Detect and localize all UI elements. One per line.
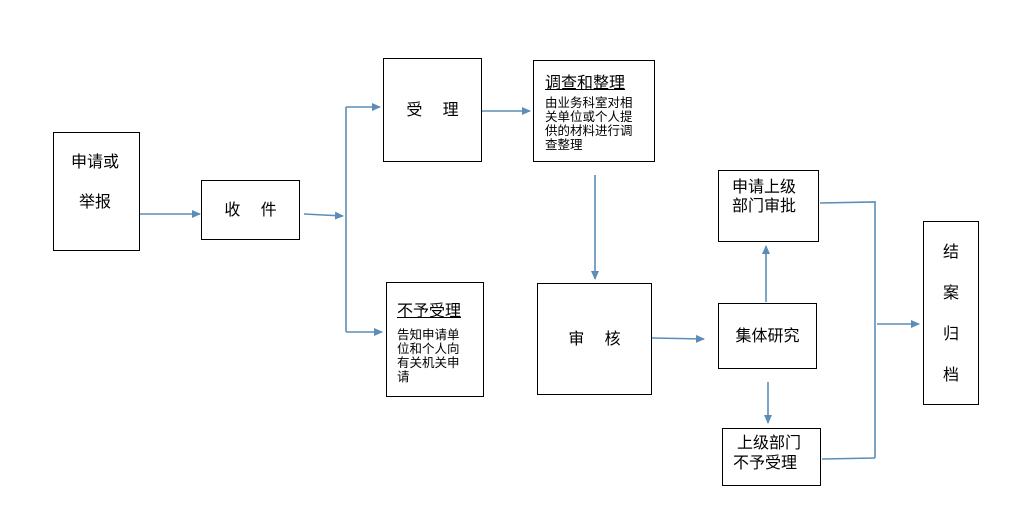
superior-reject-box: 上级部门 不予受理: [722, 428, 821, 486]
archive-char-4: 档: [943, 365, 960, 384]
reject-desc-4: 请: [397, 369, 410, 384]
receive-box: 收 件: [201, 180, 300, 240]
superior-approve-line1: 申请上级: [732, 177, 797, 196]
archive-box: 结 案 归 档: [923, 221, 979, 405]
reject-box: 不予受理 告知申请单 位和个人向 有关机关申 请: [386, 282, 484, 397]
investigate-desc-3: 供的材料进行调: [545, 123, 633, 138]
research-label: 集体研究: [735, 326, 800, 345]
reject-desc-1: 告知申请单: [397, 327, 460, 342]
archive-char-3: 归: [943, 324, 960, 343]
group-research-box: 集体研究: [718, 303, 817, 369]
line-superior-approve-to-merge: [819, 201, 876, 458]
line-superior-reject-to-merge: [821, 457, 876, 460]
investigate-desc-1: 由业务科室对相: [545, 95, 633, 110]
superior-approve-line2: 部门审批: [732, 196, 797, 215]
arrow-review-to-research: [651, 334, 705, 343]
review-label: 审 核: [568, 329, 621, 348]
receive-label: 收 件: [224, 200, 277, 219]
apply-line1: 申请或: [71, 152, 120, 171]
arrow-receive-to-split: [303, 211, 344, 220]
apply-line2: 举报: [79, 192, 112, 211]
archive-char-2: 案: [943, 283, 960, 302]
reject-title: 不予受理: [397, 301, 462, 320]
investigate-desc-2: 关单位或个人提: [545, 109, 633, 124]
reject-desc-3: 有关机关申: [397, 355, 460, 370]
apply-or-report-box: 申请或 举报: [53, 132, 140, 251]
accept-label: 受 理: [406, 100, 459, 119]
superior-reject-line2: 不予受理: [733, 453, 798, 472]
investigate-title: 调查和整理: [545, 73, 626, 92]
investigate-box: 调查和整理 由业务科室对相 关单位或个人提 供的材料进行调 查整理: [533, 60, 655, 162]
superior-approve-box: 申请上级 部门审批: [718, 170, 819, 242]
accept-box: 受 理: [383, 58, 482, 162]
superior-reject-line1: 上级部门: [737, 433, 802, 452]
investigate-desc-4: 查整理: [545, 137, 583, 152]
reject-desc-2: 位和个人向: [397, 341, 460, 356]
review-box: 审 核: [537, 283, 652, 395]
archive-char-1: 结: [943, 242, 960, 261]
